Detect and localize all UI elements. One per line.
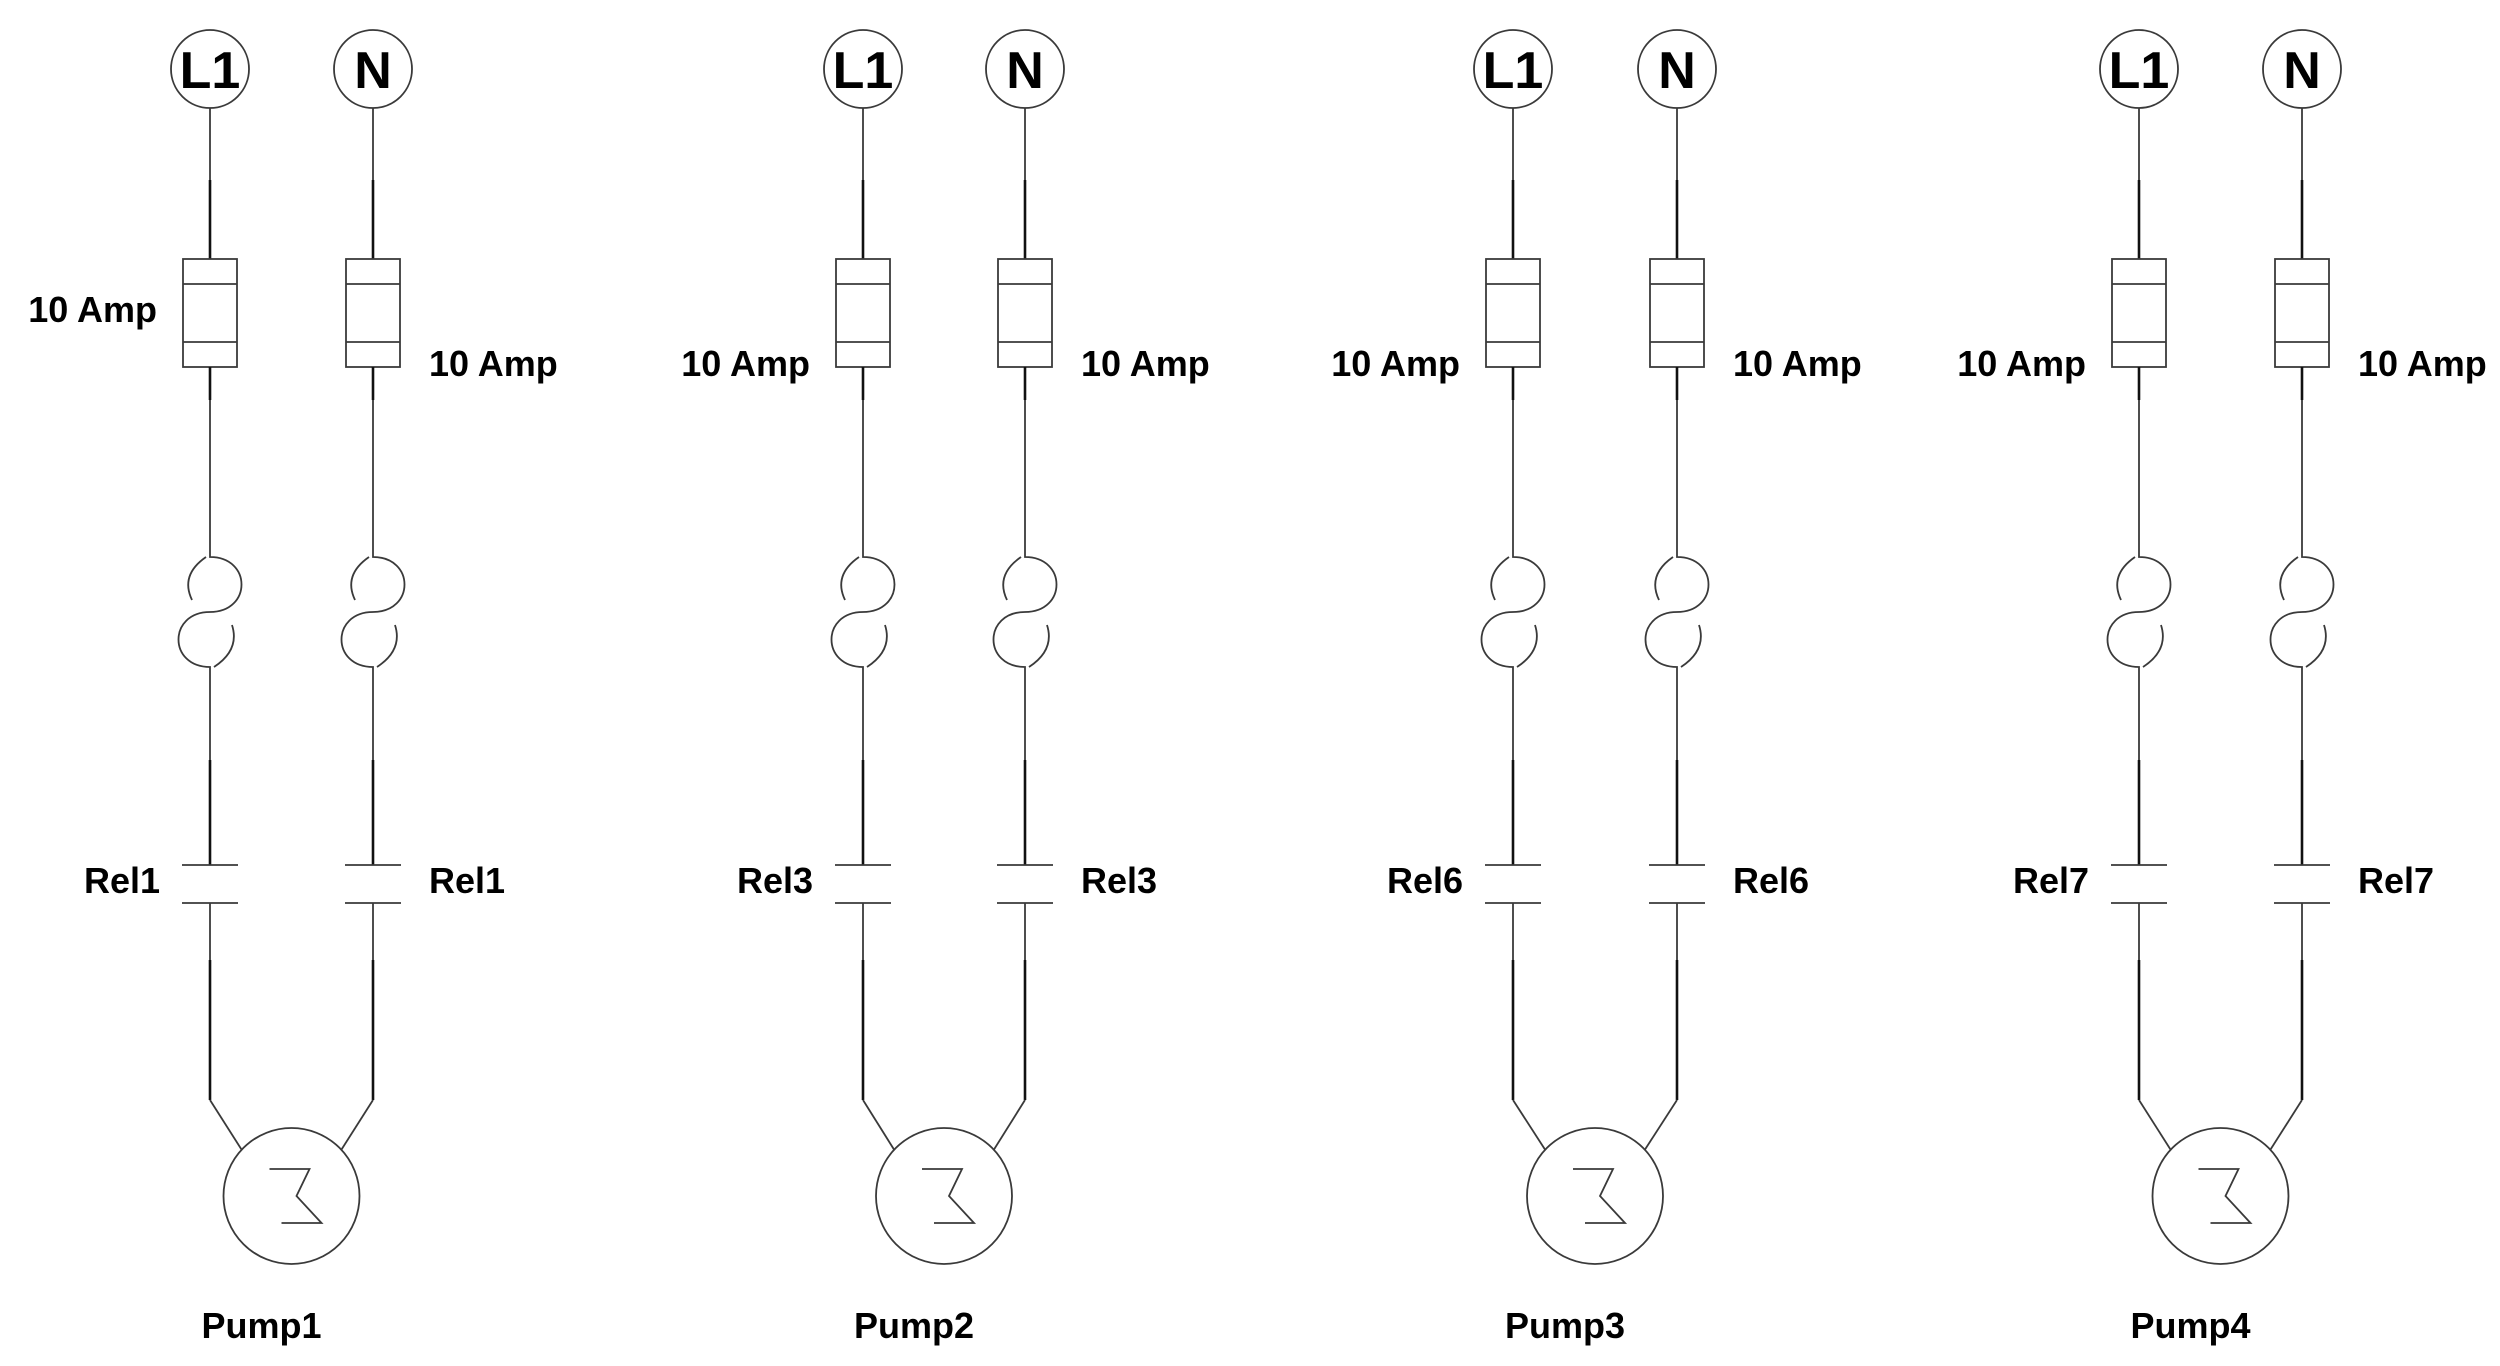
fuse-symbol <box>835 258 891 368</box>
motor-lead <box>2138 1099 2172 1151</box>
relay-label: Rel7 <box>2358 860 2434 901</box>
fuse-symbol <box>2274 258 2330 368</box>
relay-contact-symbol <box>835 864 891 904</box>
motor-lead <box>862 1099 895 1151</box>
terminal-label-l1: L1 <box>2109 42 2170 100</box>
fuse-symbol <box>2111 258 2167 368</box>
fuse-rating-label: 10 Amp <box>28 289 157 330</box>
terminal-label-n: N <box>1658 42 1696 100</box>
relay-contact-symbol <box>1649 864 1705 904</box>
thermal-overload-symbol <box>2106 535 2172 690</box>
pump-label: Pump3 <box>1505 1305 1625 1346</box>
terminal-label-n: N <box>1006 42 1044 100</box>
terminal-label-l1: L1 <box>833 42 894 100</box>
terminal-label-n: N <box>2283 42 2321 100</box>
relay-label: Rel1 <box>429 860 505 901</box>
thermal-overload-symbol <box>1644 535 1710 690</box>
pump-motor-symbol <box>2151 1127 2290 1265</box>
relay-contact-symbol <box>2274 864 2330 904</box>
fuse-rating-label: 10 Amp <box>681 343 810 384</box>
motor-lead <box>209 1099 243 1151</box>
relay-label: Rel3 <box>737 860 813 901</box>
thermal-overload-symbol <box>2269 535 2335 690</box>
motor-lead <box>993 1099 1026 1151</box>
pump-label: Pump2 <box>854 1305 974 1346</box>
pump-motor-symbol <box>1526 1127 1664 1265</box>
motor-lead <box>1644 1099 1678 1151</box>
relay-label: Rel7 <box>2013 860 2089 901</box>
fuse-symbol <box>1649 258 1705 368</box>
pump-motor-symbol <box>875 1127 1013 1265</box>
relay-label: Rel6 <box>1733 860 1809 901</box>
terminal-label-l1: L1 <box>180 42 241 100</box>
thermal-overload-symbol <box>992 535 1058 690</box>
thermal-overload-symbol <box>830 535 896 690</box>
fuse-symbol <box>345 258 401 368</box>
fuse-symbol <box>997 258 1053 368</box>
relay-label: Rel1 <box>84 860 160 901</box>
fuse-rating-label: 10 Amp <box>1081 343 1210 384</box>
thermal-overload-symbol <box>340 535 406 690</box>
motor-lead <box>1512 1099 1546 1151</box>
motor-lead <box>340 1099 374 1151</box>
relay-contact-symbol <box>345 864 401 904</box>
fuse-rating-label: 10 Amp <box>1331 343 1460 384</box>
pump-motor-symbol <box>222 1127 361 1265</box>
fuse-symbol <box>182 258 238 368</box>
fuse-rating-label: 10 Amp <box>429 343 558 384</box>
pump-label: Pump4 <box>2130 1305 2250 1346</box>
fuse-rating-label: 10 Amp <box>1957 343 2086 384</box>
relay-label: Rel6 <box>1387 860 1463 901</box>
pump-label: Pump1 <box>201 1305 321 1346</box>
fuse-symbol <box>1485 258 1541 368</box>
relay-contact-symbol <box>997 864 1053 904</box>
terminal-label-l1: L1 <box>1483 42 1544 100</box>
terminal-label-n: N <box>354 42 392 100</box>
thermal-overload-symbol <box>177 535 243 690</box>
relay-contact-symbol <box>182 864 238 904</box>
relay-label: Rel3 <box>1081 860 1157 901</box>
motor-lead <box>2269 1099 2303 1151</box>
relay-contact-symbol <box>1485 864 1541 904</box>
fuse-rating-label: 10 Amp <box>2358 343 2487 384</box>
relay-contact-symbol <box>2111 864 2167 904</box>
fuse-rating-label: 10 Amp <box>1733 343 1862 384</box>
thermal-overload-symbol <box>1480 535 1546 690</box>
